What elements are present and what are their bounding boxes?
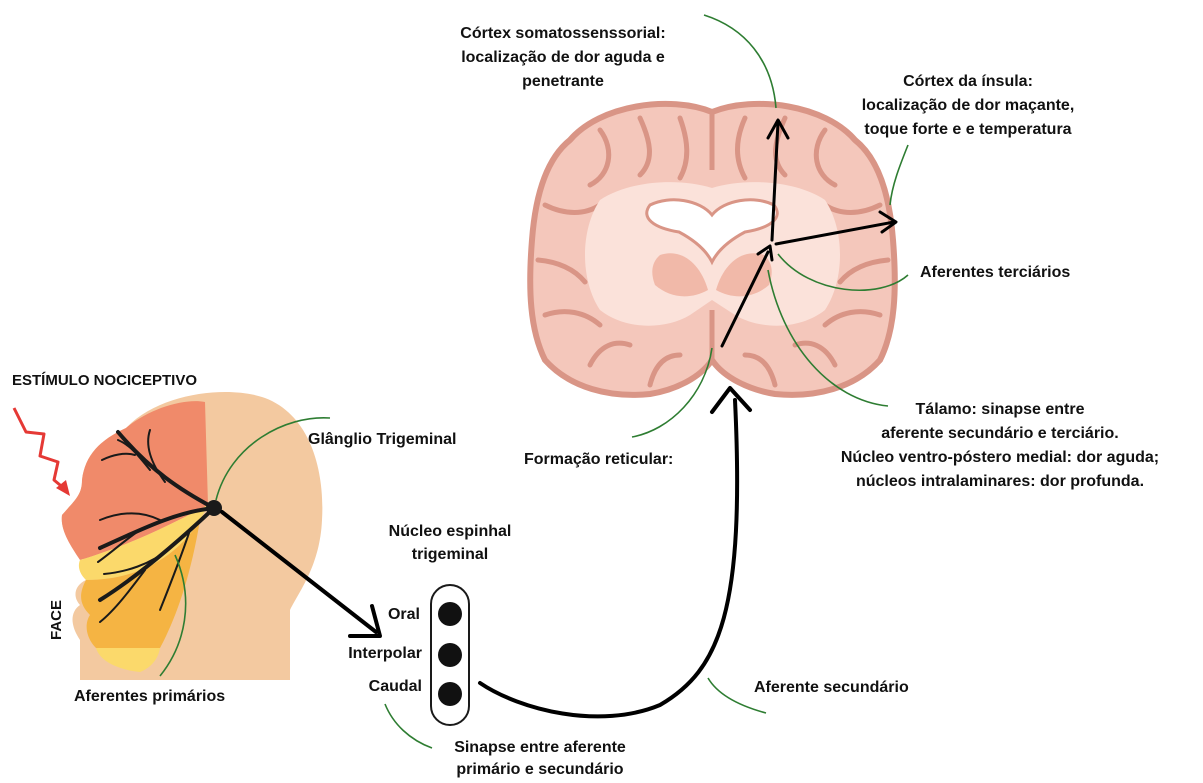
insula-line-1: Córtex da ínsula:	[838, 70, 1098, 94]
spinal-nucleus-line-2: trigeminal	[360, 543, 540, 566]
face-label: FACE	[46, 600, 68, 640]
ganglion-label: Glânglio Trigeminal	[308, 429, 456, 451]
thalamus-label: Tálamo: sinapse entre aferente secundári…	[805, 398, 1195, 494]
spinal-nucleus-label: Núcleo espinhal trigeminal	[360, 520, 540, 566]
brain-coronal-section	[530, 104, 895, 395]
spinal-nucleus-line-1: Núcleo espinhal	[360, 520, 540, 543]
tertiary-afferents-label: Aferentes terciários	[920, 262, 1070, 284]
primary-afferents-label: Aferentes primários	[74, 686, 225, 708]
callout-insula	[890, 145, 908, 205]
synapse-line-1: Sinapse entre aferente	[420, 737, 660, 759]
oral-subnucleus-dot	[438, 602, 462, 626]
insula-line-3: toque forte e e temperatura	[838, 118, 1098, 142]
stimulus-bolt-icon	[14, 408, 66, 490]
thalamus-line-1: Tálamo: sinapse entre	[805, 398, 1195, 422]
synapse-primary-secondary-label: Sinapse entre aferente primário e secund…	[420, 737, 660, 781]
secondary-afferent-arrowhead	[712, 388, 750, 412]
somatosensory-line-3: penetrante	[428, 70, 698, 94]
head-illustration	[62, 392, 323, 680]
somatosensory-line-1: Córtex somatossenssorial:	[428, 22, 698, 46]
secondary-afferent-label: Aferente secundário	[754, 677, 909, 699]
callout-somatosensory	[704, 15, 776, 108]
somatosensory-line-2: localização de dor aguda e	[428, 46, 698, 70]
caudal-subnucleus-dot	[438, 682, 462, 706]
insula-label: Córtex da ínsula: localização de dor maç…	[838, 70, 1098, 142]
stimulus-label: ESTÍMULO NOCICEPTIVO	[12, 370, 197, 392]
thalamus-line-3: Núcleo ventro-póstero medial: dor aguda;	[805, 446, 1195, 470]
reticular-formation-label: Formação reticular:	[524, 449, 673, 471]
trigeminal-ganglion-node	[206, 500, 222, 516]
caudal-label: Caudal	[320, 676, 422, 698]
thalamus-line-2: aferente secundário e terciário.	[805, 422, 1195, 446]
insula-line-2: localização de dor maçante,	[838, 94, 1098, 118]
somatosensory-label: Córtex somatossenssorial: localização de…	[428, 22, 698, 94]
synapse-line-2: primário e secundário	[420, 759, 660, 781]
thalamus-line-4: núcleos intralaminares: dor profunda.	[805, 470, 1195, 494]
interpolar-subnucleus-dot	[438, 643, 462, 667]
oral-label: Oral	[320, 604, 420, 626]
interpolar-label: Interpolar	[300, 643, 422, 665]
